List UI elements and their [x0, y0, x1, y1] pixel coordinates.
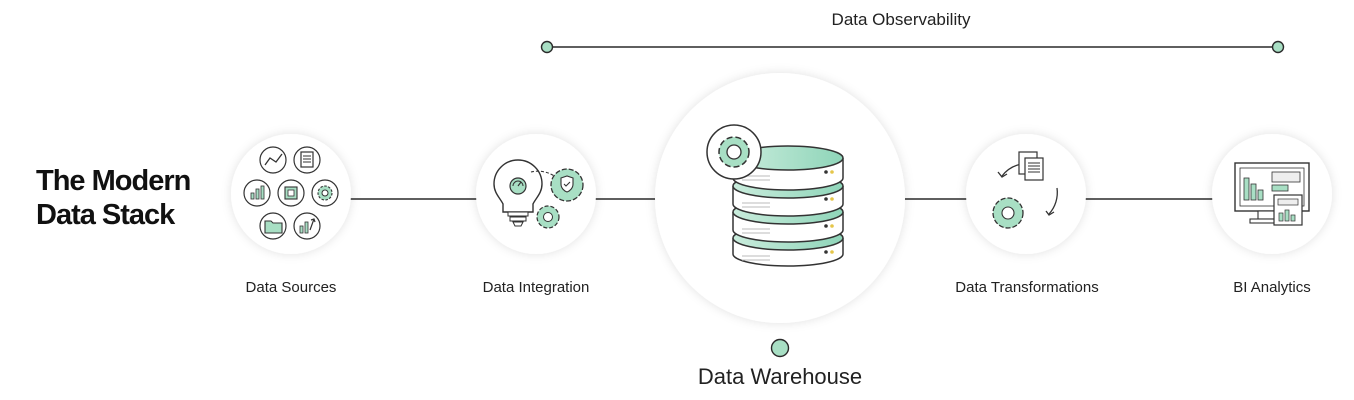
- data-integration-label: Data Integration: [482, 279, 590, 296]
- bar-chart-icon: [250, 185, 265, 200]
- documents-icon: [1018, 151, 1044, 181]
- folder-icon: [264, 220, 283, 234]
- data-integration-node: [476, 134, 596, 254]
- data-transformations-label: Data Transformations: [955, 279, 1099, 296]
- page-title: The Modern Data Stack: [36, 164, 191, 232]
- small-gear-icon: [536, 205, 560, 229]
- transform-gear-icon: [992, 197, 1024, 229]
- bi-analytics-label: BI Analytics: [1233, 279, 1311, 296]
- warehouse-gear-icon: [706, 124, 762, 180]
- title-line-1: The Modern: [36, 165, 191, 197]
- data-warehouse-node: [655, 73, 905, 358]
- bi-analytics-node: [1212, 134, 1332, 254]
- warehouse-marker: [770, 338, 790, 358]
- data-transformations-node: [966, 134, 1086, 254]
- growth-icon: [299, 218, 316, 234]
- data-sources-label: Data Sources: [245, 279, 337, 296]
- report-icon: [1273, 194, 1303, 226]
- title-line-2: Data Stack: [36, 199, 175, 231]
- line-chart-icon: [264, 153, 283, 166]
- data-sources-node: [231, 134, 351, 254]
- observability-bar: [540, 40, 1285, 54]
- shield-gear-icon: [550, 168, 584, 202]
- observability-label: Data Observability: [831, 10, 971, 29]
- data-warehouse-label: Data Warehouse: [697, 364, 863, 389]
- lightbulb-icon: [493, 159, 543, 227]
